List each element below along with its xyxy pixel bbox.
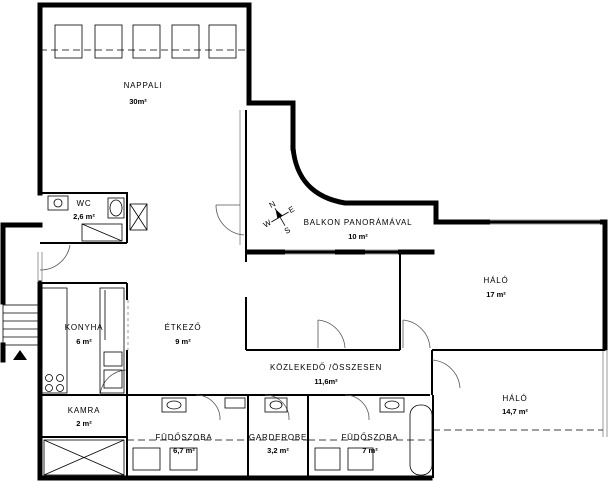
- windows: [37, 219, 600, 282]
- room-name-wc: WC: [77, 199, 92, 208]
- kamra-shelf: [43, 439, 125, 476]
- room-name-furdo2: FÜDŐSZOBA: [342, 433, 399, 442]
- room-name-nappali: NAPPALI: [124, 81, 163, 90]
- furniture: [2, 24, 603, 476]
- room-area-kamra: 2 m²: [76, 419, 92, 428]
- room-name-konyha: KONYHA: [65, 323, 104, 332]
- room-labels: NAPPALI 30m² BALKON PANORÁMÁVAL 10 m² WC…: [65, 81, 529, 455]
- compass-s: S: [283, 225, 293, 236]
- room-area-balkon: 10 m²: [348, 232, 368, 241]
- wc-fixtures: [47, 195, 148, 242]
- room-name-furdo1: FÜDŐSZOBA: [156, 433, 213, 442]
- room-area-garderobe: 3,2 m²: [267, 446, 289, 455]
- compass-icon: N S E W: [262, 199, 297, 236]
- room-area-furdo1: 6,7 m²: [173, 446, 195, 455]
- compass-w: W: [262, 218, 274, 230]
- room-name-kozlekedo: KÖZLEKEDŐ /ÖSSZESEN: [270, 363, 382, 372]
- living-window-bays: [40, 24, 249, 59]
- room-name-halo2: HÁLÓ: [503, 394, 528, 403]
- garderobe-fixtures: [248, 397, 308, 441]
- room-area-wc: 2,6 m²: [73, 212, 95, 221]
- room-area-etkezo: 9 m²: [175, 337, 191, 346]
- room-area-furdo2: 7 m²: [362, 446, 378, 455]
- room-area-halo2: 14,7 m²: [502, 407, 528, 416]
- compass-e: E: [287, 204, 297, 215]
- bathroom1-fixtures: [127, 397, 248, 471]
- staircase: [2, 304, 41, 360]
- compass-n: N: [268, 199, 278, 210]
- room-area-nappali: 30m²: [129, 97, 147, 106]
- doors: [39, 204, 461, 421]
- stair-arrow-icon: [13, 350, 27, 360]
- room-name-kamra: KAMRA: [68, 406, 100, 415]
- room-name-halo1: HÁLÓ: [484, 276, 509, 285]
- room-name-balkon: BALKON PANORÁMÁVAL: [304, 218, 413, 227]
- interior-walls: [40, 110, 605, 478]
- room-name-etkezo: ÉTKEZŐ: [165, 323, 202, 332]
- room-area-kozlekedo: 11,6m²: [314, 377, 338, 386]
- kitchen-counters: [41, 287, 129, 394]
- room-area-konyha: 6 m²: [76, 337, 92, 346]
- room-area-halo1: 17 m²: [486, 290, 506, 299]
- bathroom2-fixtures: [308, 397, 433, 476]
- room-name-garderobe: GARDEROBE: [249, 433, 307, 442]
